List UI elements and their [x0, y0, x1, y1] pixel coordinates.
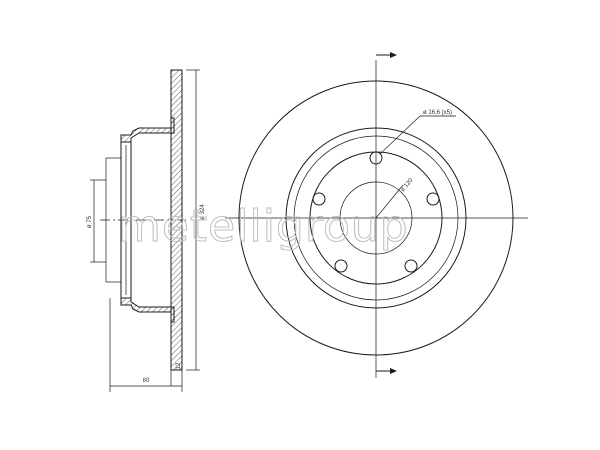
- section-arrow-top: [390, 52, 397, 58]
- side-section-view: ø 75 ø 324 80 12: [87, 69, 206, 392]
- hat-section-bottom: [120, 297, 175, 323]
- dim-bolt-hole: ø 16,6 (x5): [423, 110, 452, 116]
- dim-hub-diameter: ø 75: [87, 215, 93, 228]
- bolt-hole: [312, 192, 326, 206]
- dim-disc-thickness: 12: [176, 362, 182, 369]
- bolt-holes: [312, 151, 440, 273]
- section-arrow-bottom: [390, 368, 397, 374]
- dim-bolt-circle: ø 120: [400, 177, 415, 193]
- bolt-hole: [426, 192, 440, 206]
- hat-section-top: [120, 117, 175, 143]
- bolt-hole: [334, 259, 348, 273]
- dim-total-height: 80: [143, 378, 150, 384]
- bolt-hole: [404, 259, 418, 273]
- watermark-logo: metelligroup: [118, 201, 409, 252]
- dim-disc-diameter: ø 324: [200, 204, 206, 220]
